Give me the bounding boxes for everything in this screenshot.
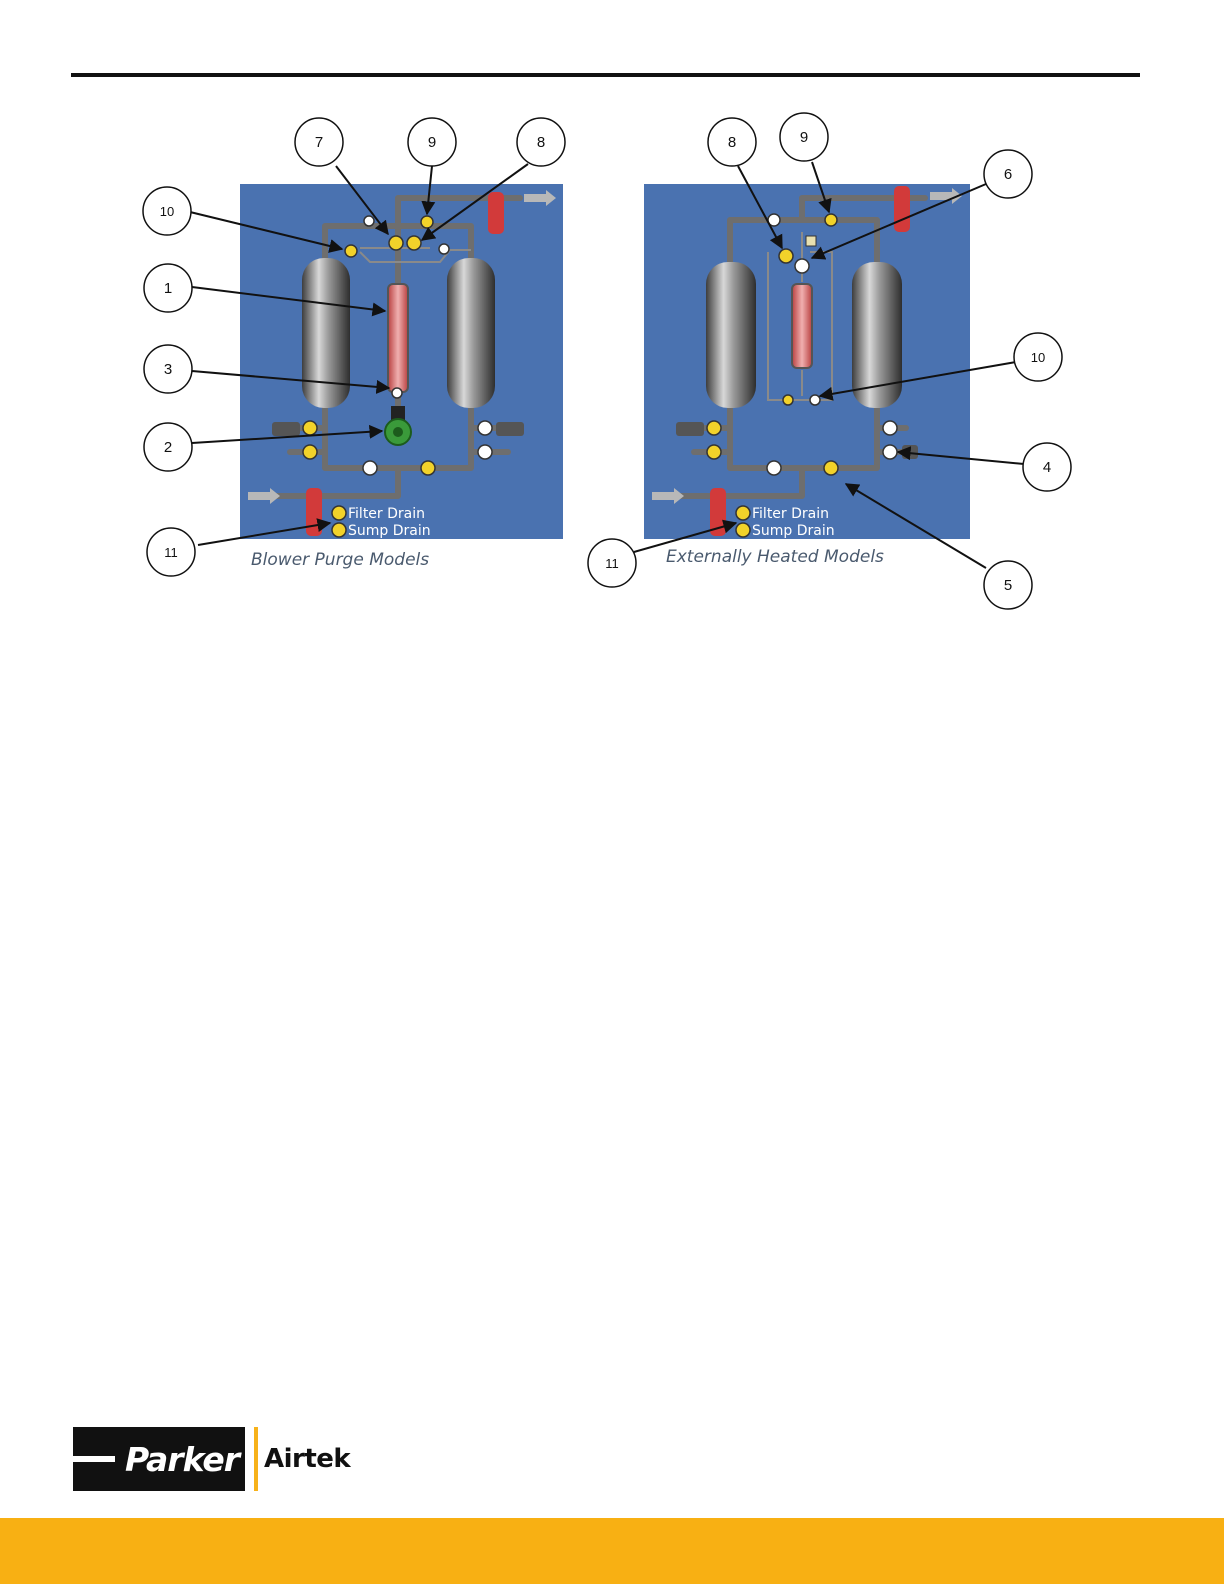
callout-circle: 3 [144,345,192,393]
right-schematic: Filter Drain Sump Drain [644,184,970,539]
left-heater [388,284,408,392]
left-tower-a [302,258,350,408]
right-valve [883,421,897,435]
callout-circle: 9 [780,113,828,161]
left-silencer-b [496,422,524,436]
left-valve [303,445,317,459]
right-heater [792,284,812,368]
right-tower-a [706,262,756,408]
callout-circle: 9 [408,118,456,166]
callout-circle: 10 [1014,333,1062,381]
left-valve [407,236,421,250]
callout-circle: 10 [143,187,191,235]
left-valve [478,445,492,459]
left-sump-drain-icon [332,523,346,537]
callout-circle: 11 [147,528,195,576]
right-valve [783,395,793,405]
right-valve [707,421,721,435]
callout-circle: 11 [588,539,636,587]
left-silencer-a [272,422,300,436]
left-valve [303,421,317,435]
left-sump-drain-label: Sump Drain [348,523,431,539]
callout-circle: 7 [295,118,343,166]
right-valve [824,461,838,475]
right-outlet-filter [894,186,910,232]
right-valve [707,445,721,459]
right-silencer-a [676,422,704,436]
callout-number: 1 [164,280,172,297]
left-tower-b [447,258,495,408]
left-caption: Blower Purge Models [251,550,429,570]
callout-circle: 5 [984,561,1032,609]
logo-divider [254,1427,258,1491]
logo-brand: Parker [125,1440,239,1479]
left-valve [363,461,377,475]
callout-circle: 6 [984,150,1032,198]
callout-number: 10 [1031,350,1045,365]
right-valve [795,259,809,273]
left-valve [478,421,492,435]
right-sump-drain-icon [736,523,750,537]
left-valve [421,216,433,228]
dryer-diagrams: Filter Drain Sump Drain 7 9 8 10 [0,0,1224,640]
callout-number: 7 [315,134,323,151]
left-filter-drain-label: Filter Drain [348,506,425,522]
right-temp-sensor [806,236,816,246]
callout-number: 3 [164,361,172,378]
footer-band [0,1518,1224,1584]
callout-number: 2 [164,439,172,456]
callout-circle: 8 [517,118,565,166]
left-outlet-filter [488,192,504,234]
right-filter-drain-label: Filter Drain [752,506,829,522]
right-valve [825,214,837,226]
callout-number: 11 [605,556,619,571]
left-inlet-filter [306,488,322,536]
callout-circle: 1 [144,264,192,312]
parker-airtek-logo: Parker Airtek [73,1427,350,1491]
logo-product: Airtek [264,1444,350,1474]
callout-number: 11 [164,545,178,560]
left-valve [364,216,374,226]
left-blower-hub [393,427,403,437]
left-valve [421,461,435,475]
callout-number: 10 [160,204,174,219]
right-sump-drain-label: Sump Drain [752,523,835,539]
callout-number: 9 [800,129,808,146]
right-filter-drain-icon [736,506,750,520]
left-filter-drain-icon [332,506,346,520]
callout-number: 8 [728,134,736,151]
callout-number: 4 [1043,459,1051,476]
logo-stripe [73,1456,115,1462]
right-caption: Externally Heated Models [666,547,884,567]
right-valve [767,461,781,475]
right-valve [883,445,897,459]
callout-number: 9 [428,134,436,151]
callout-number: 5 [1004,577,1012,594]
right-valve [779,249,793,263]
left-valve [439,244,449,254]
left-valve [389,236,403,250]
callout-circle: 8 [708,118,756,166]
right-valve [810,395,820,405]
left-valve [392,388,402,398]
left-schematic: Filter Drain Sump Drain [240,184,563,539]
callout-circle: 4 [1023,443,1071,491]
callout-number: 8 [537,134,545,151]
left-valve [345,245,357,257]
callout-circle: 2 [144,423,192,471]
logo-mark: Parker [73,1427,245,1491]
callout-number: 6 [1004,166,1012,183]
